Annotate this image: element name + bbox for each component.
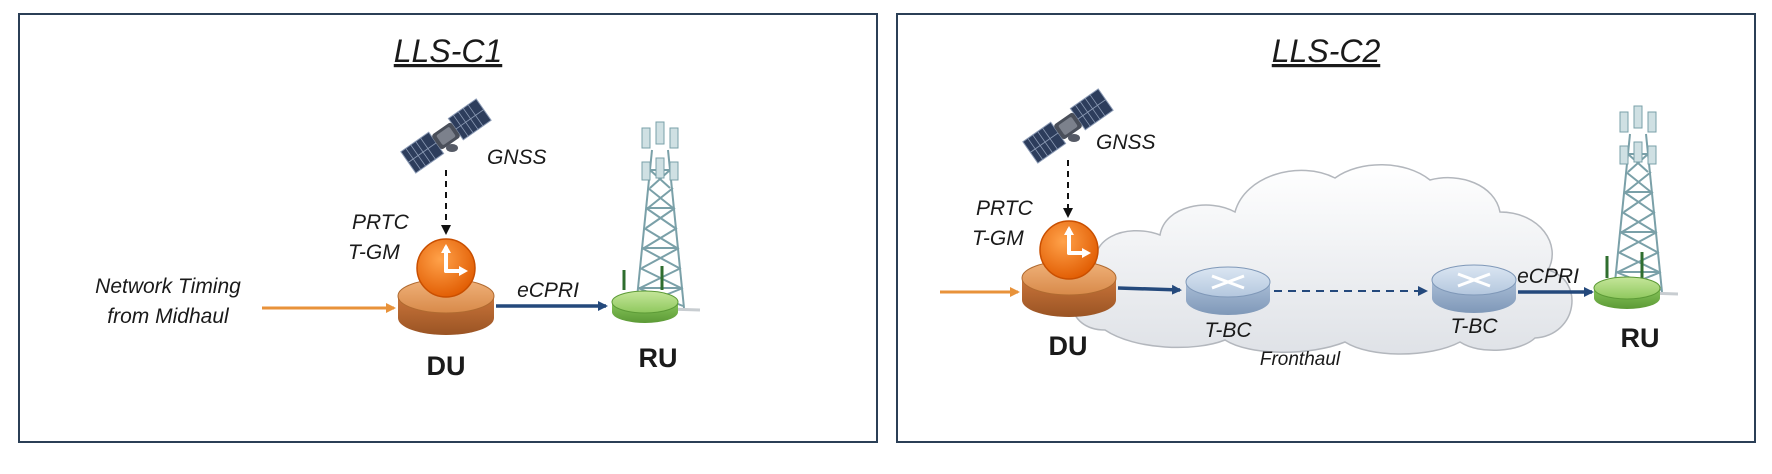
tbc-label-1: T-BC [1204, 319, 1252, 342]
panel-title: LLS-C1 [394, 33, 503, 69]
tbc-label-2: T-BC [1450, 315, 1498, 338]
tbc-switch-icon [1185, 266, 1271, 315]
ecpri-label: eCPRI [517, 279, 579, 302]
panel-lls-c2: LLS-C2 GNSS PRTC T-GM T-BC T-BC eCPRI [896, 13, 1756, 443]
tgm-label: T-GM [972, 227, 1024, 250]
fronthaul-label: Fronthaul [1260, 349, 1341, 370]
panel-lls-c1: LLS-C1 GNSS PRTC T-GM Network Timing fro… [18, 13, 878, 443]
ru-router-icon [611, 266, 679, 323]
network-timing-label-line1: Network Timing [95, 275, 241, 298]
gnss-label: GNSS [1096, 131, 1156, 154]
du-label: DU [1049, 331, 1088, 361]
ru-router-icon [1593, 252, 1661, 309]
panel-title: LLS-C2 [1272, 33, 1381, 69]
clock-icon [1038, 219, 1100, 281]
tgm-label: T-GM [348, 241, 400, 264]
ru-label: RU [639, 343, 678, 373]
prtc-label: PRTC [976, 197, 1034, 220]
gnss-label: GNSS [487, 146, 547, 169]
ecpri-label: eCPRI [1517, 265, 1579, 288]
du-label: DU [427, 351, 466, 381]
ru-label: RU [1621, 323, 1660, 353]
network-timing-label-line2: from Midhaul [107, 305, 230, 328]
prtc-label: PRTC [352, 211, 410, 234]
du-to-tbc-link [1117, 284, 1182, 295]
tbc-switch-icon [1431, 264, 1517, 313]
clock-icon [415, 237, 477, 299]
